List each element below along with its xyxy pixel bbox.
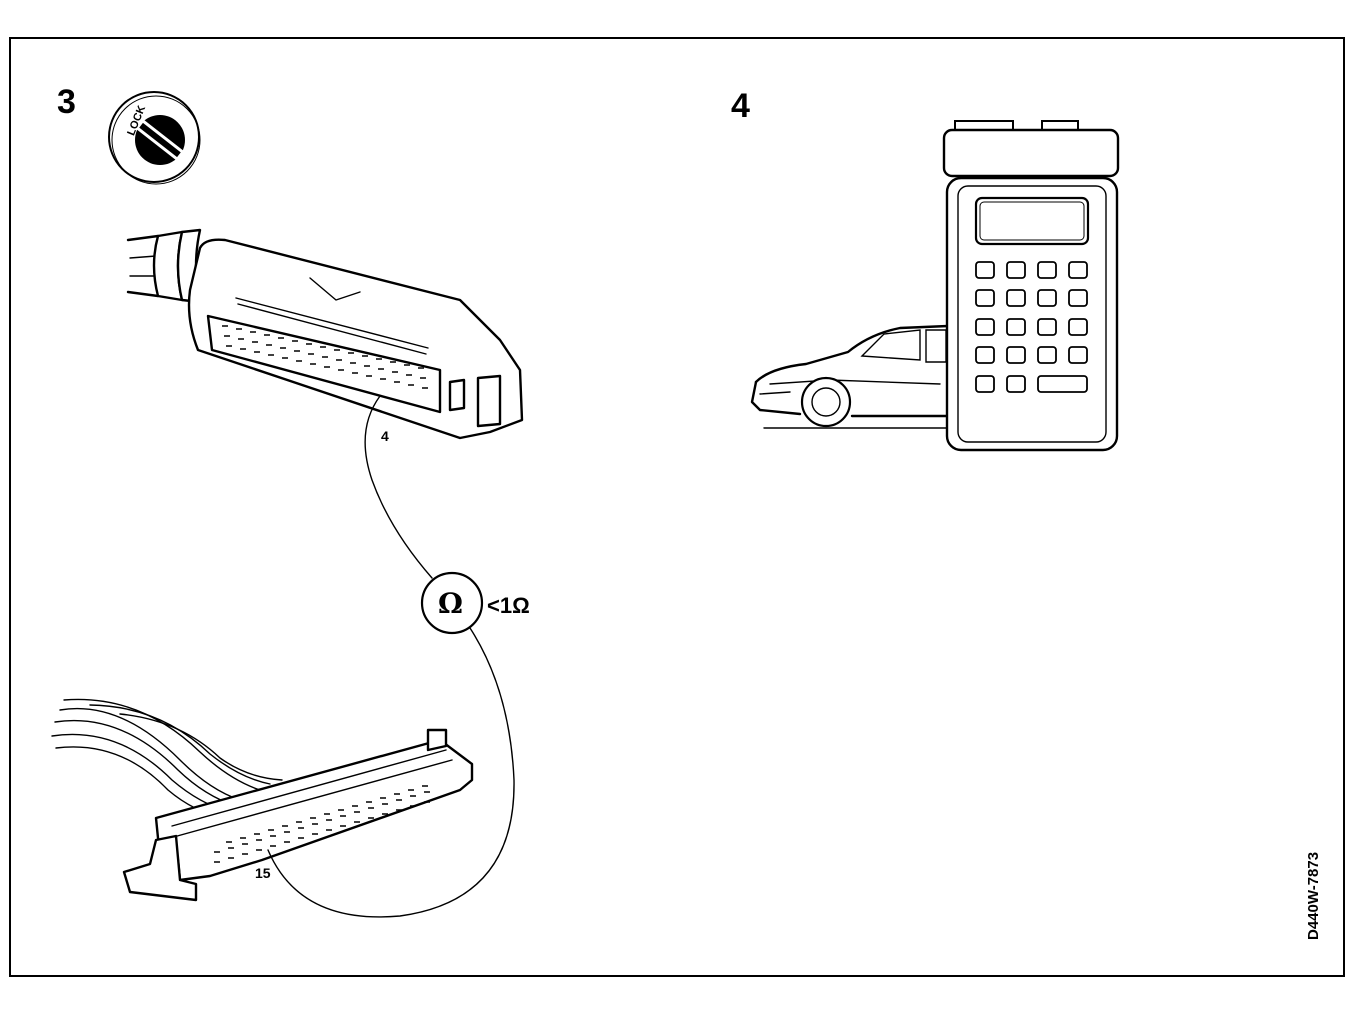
step-4-number: 4 <box>731 87 750 125</box>
measurement-wire-lower <box>267 627 515 918</box>
step-3-number: 3 <box>57 83 76 121</box>
ohm-symbol: Ω <box>438 587 463 620</box>
sheet-border <box>9 37 1345 977</box>
measurement-wire <box>364 395 433 579</box>
ignition-lock-icon: LOCK <box>108 91 201 185</box>
ohm-reading: <1Ω <box>487 593 530 618</box>
pin-label-15: 15 <box>255 865 271 881</box>
pin-label-4: 4 <box>381 428 389 444</box>
diagnostic-tester-icon <box>942 120 1120 452</box>
document-id: D440W-7873 <box>1305 852 1322 940</box>
harness-connector-icon <box>51 698 474 902</box>
car-icon <box>750 324 950 429</box>
ohmmeter-icon: Ω <box>420 571 484 635</box>
ecu-connector-icon <box>126 228 524 440</box>
